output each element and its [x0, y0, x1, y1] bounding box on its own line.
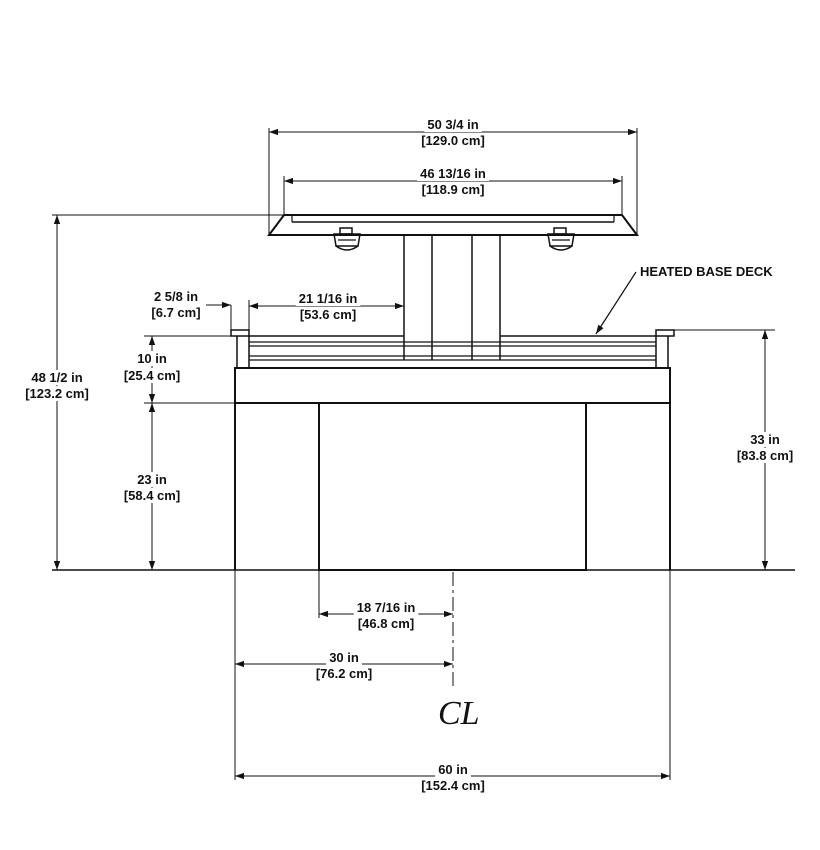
- label-backdrop: [418, 182, 488, 197]
- top-inner-imperial: 46 13/16 in: [420, 166, 486, 181]
- dimension-lines: [53, 128, 769, 780]
- overall-height-metric: [123.2 cm]: [25, 386, 89, 401]
- top-outer-imperial: 50 3/4 in: [427, 117, 478, 132]
- deck-height-metric: [25.4 cm]: [124, 368, 180, 383]
- deck-height-imperial: 10 in: [137, 351, 167, 366]
- label-backdrop: [120, 368, 184, 383]
- overall-width-imperial: 60 in: [438, 762, 468, 777]
- label-backdrop: [747, 432, 783, 447]
- sneeze-guard-posts: [403, 235, 501, 360]
- base-height-metric: [58.4 cm]: [124, 488, 180, 503]
- deck-inset-imperial: 21 1/16 in: [299, 291, 358, 306]
- label-backdrop: [312, 666, 376, 681]
- top-outer-metric: [129.0 cm]: [421, 133, 485, 148]
- counter-height-metric: [83.8 cm]: [737, 448, 793, 463]
- rail-overhang-metric: [6.7 cm]: [151, 305, 200, 320]
- overall-height-imperial: 48 1/2 in: [31, 370, 82, 385]
- centerline-symbol: CL: [438, 695, 480, 732]
- heat-lamp-left: [333, 227, 361, 251]
- heated-base-deck-callout: HEATED BASE DECK: [640, 264, 773, 279]
- label-backdrop: [417, 166, 489, 181]
- label-backdrop: [22, 386, 92, 401]
- counter-height-imperial: 33 in: [750, 432, 780, 447]
- dimension-labels: 50 3/4 in [129.0 cm] 46 13/16 in [118.9 …: [22, 117, 797, 793]
- label-backdrop: [418, 778, 488, 793]
- door-offset-imperial: 18 7/16 in: [357, 600, 416, 615]
- sneeze-guard: [267, 214, 639, 236]
- base-height-imperial: 23 in: [137, 472, 167, 487]
- half-width-metric: [76.2 cm]: [316, 666, 372, 681]
- label-backdrop: [353, 600, 419, 615]
- label-backdrop: [295, 291, 361, 306]
- label-backdrop: [435, 762, 471, 777]
- top-inner-metric: [118.9 cm]: [422, 182, 485, 197]
- door-offset-metric: [46.8 cm]: [358, 616, 414, 631]
- label-backdrop: [134, 472, 170, 487]
- label-backdrop: [354, 616, 418, 631]
- label-backdrop: [424, 117, 482, 132]
- base-cabinet: [234, 402, 671, 571]
- label-backdrop: [28, 370, 86, 385]
- label-backdrop: [296, 307, 360, 322]
- extension-lines: [52, 128, 775, 780]
- half-width-imperial: 30 in: [329, 650, 359, 665]
- rail-overhang-imperial: 2 5/8 in: [154, 289, 198, 304]
- label-backdrop: [120, 488, 184, 503]
- label-backdrop: [150, 289, 202, 304]
- label-backdrop: [134, 351, 170, 366]
- label-backdrop: [418, 133, 488, 148]
- label-backdrop: [326, 650, 362, 665]
- overall-width-metric: [152.4 cm]: [421, 778, 485, 793]
- deck-inset-metric: [53.6 cm]: [300, 307, 356, 322]
- label-backdrop: [733, 448, 797, 463]
- heated-base-deck: [230, 329, 675, 404]
- label-backdrop: [148, 305, 204, 320]
- heat-lamp-right: [547, 227, 575, 251]
- heated-base-deck-leader: [595, 271, 637, 335]
